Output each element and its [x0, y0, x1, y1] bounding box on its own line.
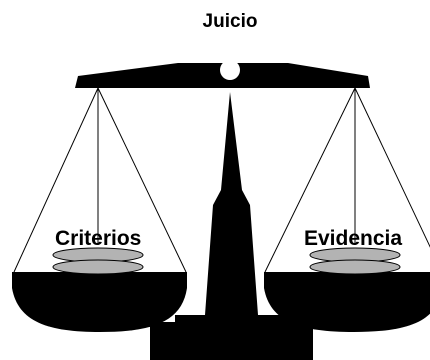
- scale-post: [205, 92, 258, 315]
- left-pan-label: Criterios: [55, 227, 142, 250]
- right-pan-strings: [264, 87, 430, 273]
- left-pan-strings: [13, 87, 187, 273]
- right-pan-label: Evidencia: [304, 227, 403, 250]
- right-weight-disc-2: [309, 259, 401, 275]
- right-weight-stack: [309, 247, 401, 275]
- left-weight-disc-2: [52, 259, 144, 275]
- left-weight-stack: [52, 247, 144, 275]
- scale-base: [150, 315, 313, 360]
- diagram-title: Juicio: [202, 11, 258, 32]
- left-pan: [12, 272, 187, 332]
- pivot-hole: [220, 60, 240, 80]
- right-pan: [264, 272, 430, 332]
